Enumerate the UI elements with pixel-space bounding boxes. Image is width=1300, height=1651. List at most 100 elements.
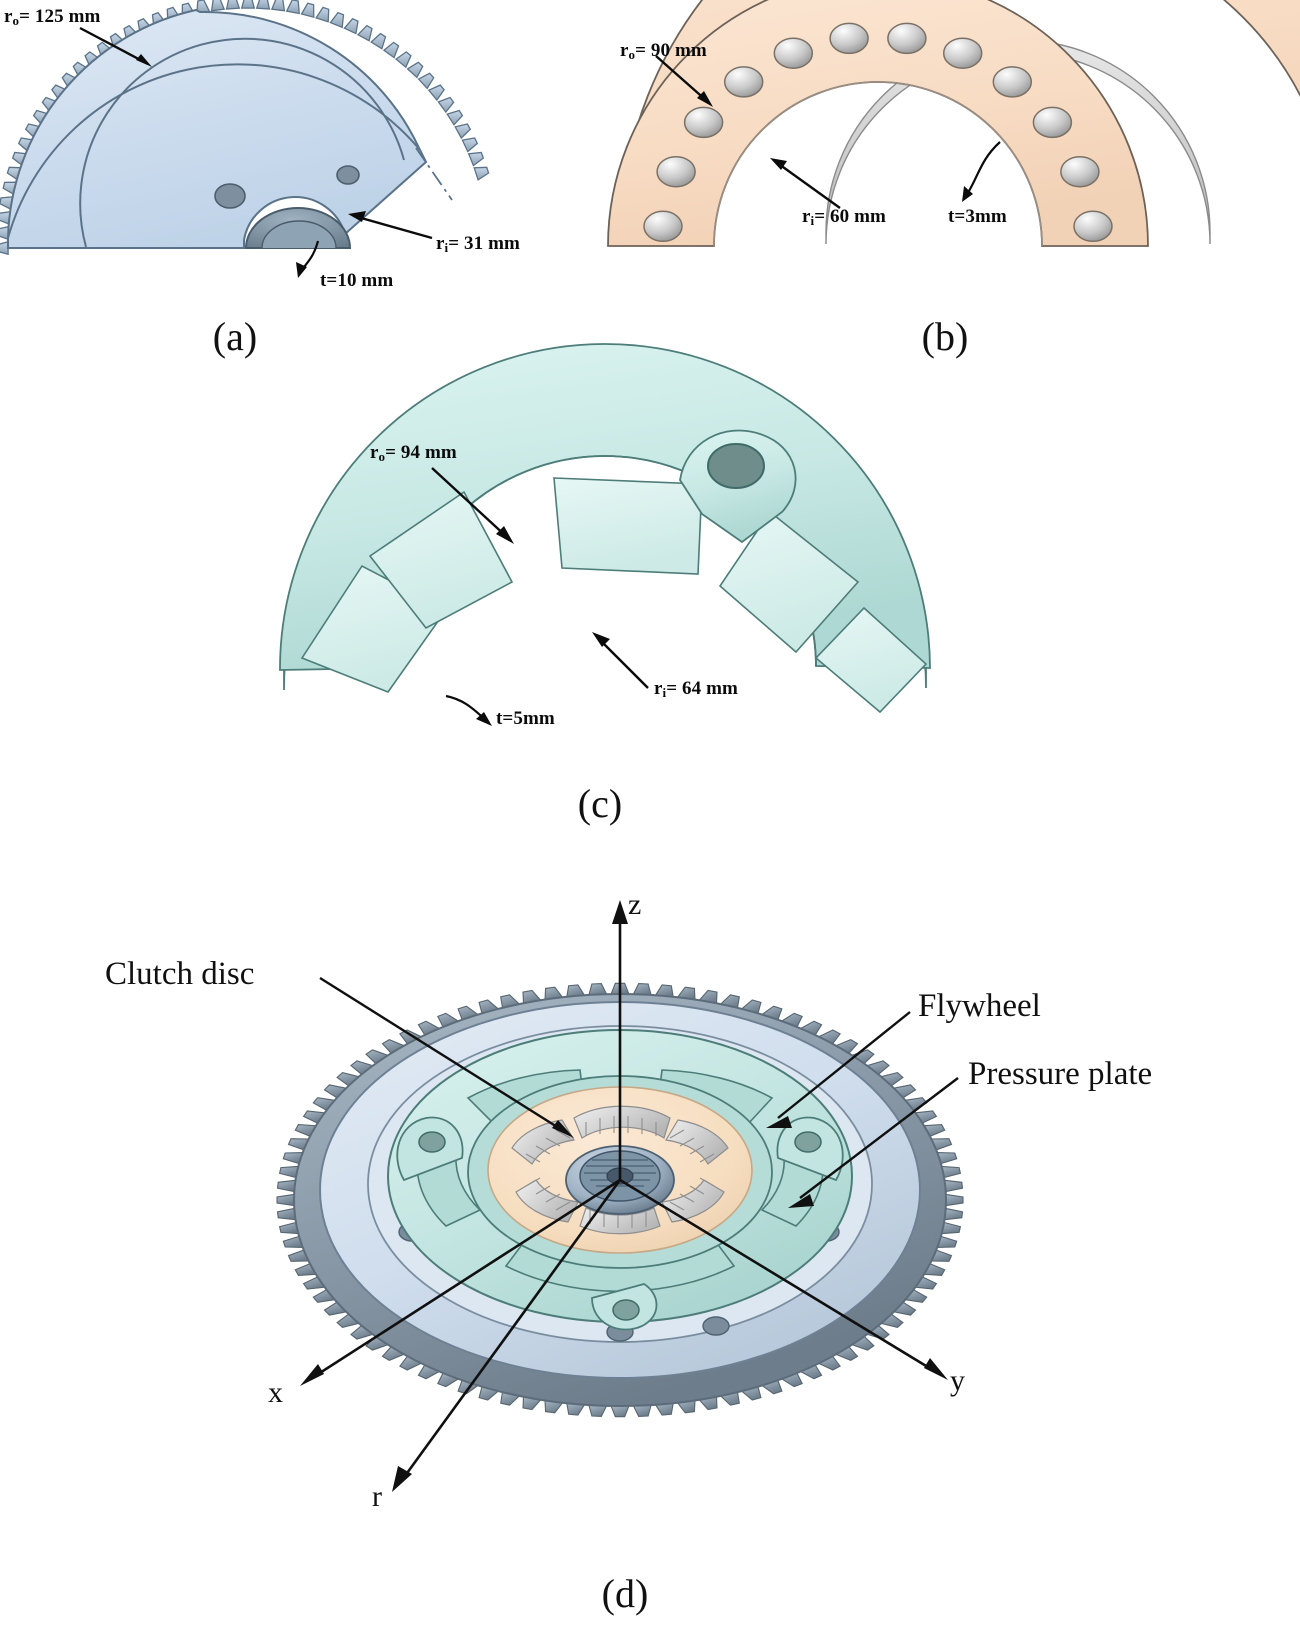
leader-flywheel (777, 1011, 911, 1119)
pressure-plate-lug-hole (612, 1299, 640, 1321)
gear-tooth (945, 1193, 964, 1207)
torsion-spring-window (573, 1105, 671, 1139)
axis-arrowheads (300, 900, 948, 1492)
leader-inner-radius-b (770, 158, 841, 209)
gear-tooth (370, 32, 387, 50)
lining-rivet-holes (643, 22, 1113, 243)
rivet-hole (887, 22, 927, 55)
axis-label-x: x (268, 1376, 283, 1409)
rivet-hole (1073, 210, 1113, 243)
gear-tooth (588, 1404, 608, 1417)
rivet-hole (656, 155, 696, 188)
leader-inner-radius-a (348, 211, 433, 240)
leader-outer-radius-a (79, 26, 152, 67)
gear-tooth (225, 0, 241, 10)
gear-tooth (276, 1179, 297, 1193)
pressure-plate-lugs (396, 1116, 844, 1331)
label-outer-radius-a: ro= 125 mm (4, 6, 101, 28)
label-pressure-plate: Pressure plate (968, 1056, 1153, 1092)
gear-tooth (473, 166, 490, 181)
flywheel-body (7, 8, 428, 249)
caption-c: (c) (577, 781, 623, 826)
gear-tooth (588, 983, 608, 996)
pressure-plate-window (760, 1153, 824, 1227)
gear-tooth (276, 1193, 295, 1207)
clutch-disc-springs (511, 1105, 729, 1235)
rivet-hole (773, 37, 814, 69)
arrow-x (300, 1364, 324, 1386)
rivet-hole (723, 66, 764, 98)
gear-tooth (270, 0, 286, 12)
axis-r-line (400, 1179, 622, 1481)
arrow-flywheel (766, 1116, 792, 1128)
label-inner-radius-b: ri= 60 mm (802, 206, 886, 228)
pressure-plate-pad (814, 606, 928, 714)
rivet-hole (829, 22, 869, 55)
caption-a: (a) (212, 314, 258, 359)
lining-inner-arc (713, 81, 1043, 247)
spring-coils (525, 1116, 715, 1228)
label-thickness-b: t=3mm (948, 206, 1007, 227)
leader-inner-radius-c (592, 632, 649, 689)
rivet-hole (992, 66, 1033, 98)
gear-tooth (0, 240, 9, 256)
part-leaders (319, 976, 959, 1199)
gear-tooth (394, 51, 412, 69)
torsion-spring-window (579, 1207, 661, 1235)
label-inner-radius-c: ri= 64 mm (654, 678, 738, 700)
axis-y-line (619, 1178, 937, 1374)
gear-tooth (454, 123, 472, 140)
axis-label-y: y (950, 1364, 965, 1397)
gear-tooth (446, 109, 464, 126)
arrow-clutch-disc (552, 1120, 574, 1138)
axis-x-line (311, 1178, 621, 1380)
leader-outer-radius-c (431, 467, 514, 544)
arrow-y (924, 1358, 948, 1380)
panel-d-assembly: Clutch disc Flywheel Pressure plate z x … (105, 880, 1153, 1520)
part-leader-arrowheads (552, 1116, 814, 1208)
gear-tooth (632, 1404, 652, 1417)
caption-b: (b) (921, 314, 969, 359)
rivet-hole (1032, 106, 1073, 139)
label-thickness-c: t=5mm (496, 708, 555, 729)
label-thickness-a: t=10 mm (320, 270, 394, 291)
leader-clutch-disc (319, 976, 563, 1132)
label-clutch-disc: Clutch disc (105, 956, 255, 992)
rivet-hole (1060, 155, 1100, 188)
label-inner-radius-a: ri= 31 mm (436, 233, 520, 255)
gear-tooth (467, 151, 485, 167)
rivet-hole (683, 106, 724, 139)
label-outer-radius-b: ro= 90 mm (620, 40, 707, 62)
label-flywheel: Flywheel (918, 988, 1041, 1024)
gear-tooth (437, 96, 455, 114)
arrow-r (392, 1466, 412, 1492)
gear-tooth (356, 24, 373, 42)
flywheel-rim-arc (7, 63, 421, 239)
gear-tooth (210, 0, 226, 12)
gear-tooth (240, 0, 256, 9)
panel-c-pressure-plate: ro= 94 mm ri= 64 mm t=5mm (250, 343, 1050, 760)
gear-tooth (329, 11, 345, 29)
leader-thickness-a (296, 240, 320, 278)
mounting-lug-hole (707, 443, 765, 489)
leader-pressure-plate (799, 1077, 959, 1199)
pressure-plate-pad (553, 477, 703, 575)
pressure-plate-pad (718, 510, 860, 654)
flywheel-friction-face-arc (79, 37, 405, 248)
panel-d-drawing (276, 900, 964, 1492)
gear-tooth (343, 17, 359, 35)
panel-a-flywheel: ro= 125 mm ri= 31 mm t=10 mm (0, 0, 580, 300)
pressure-plate-pads (300, 477, 928, 714)
flywheel-bolt-hole (336, 165, 360, 185)
gear-tooth (406, 61, 424, 79)
gear-tooth (427, 84, 445, 102)
arrow-pressure-plate (788, 1194, 814, 1208)
arrow-z (612, 900, 628, 924)
pressure-plate-lug-hole (418, 1131, 446, 1153)
leader-thickness-b (962, 141, 1001, 202)
gear-tooth (315, 6, 330, 23)
pressure-plate-pad (368, 490, 514, 630)
rivet-hole (643, 210, 683, 243)
panel-b-drawing (607, 0, 1300, 247)
